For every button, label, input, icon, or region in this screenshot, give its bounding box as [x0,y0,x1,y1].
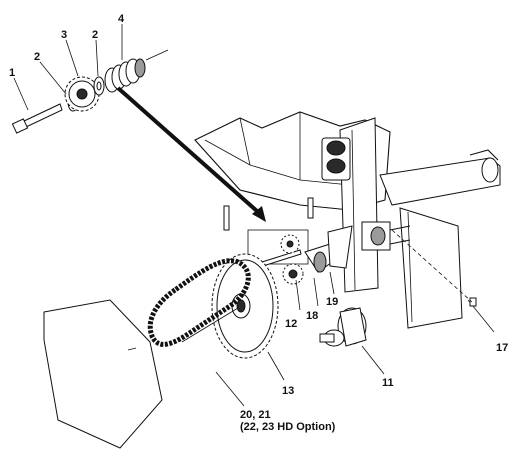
callout-2a: 2 [34,51,40,63]
callout-3: 3 [61,29,67,41]
callout-11: 11 [382,377,394,389]
callout-labels: 1 2 3 2 4 12 18 19 17 11 13 20, 21 (22, … [9,13,508,433]
explode-arrow [116,86,266,222]
callout-22-23-hd-option: (22, 23 HD Option) [240,421,336,433]
roller-chain-part-20 [147,258,251,347]
idler-assembly [223,197,353,285]
callout-12: 12 [285,318,297,330]
callout-2b: 2 [92,29,98,41]
callout-13: 13 [282,385,294,397]
callout-1: 1 [9,67,15,79]
motor-part-11 [319,307,367,347]
large-sprocket-part-13 [181,253,279,359]
machine-frame [194,111,501,329]
washer-part-2b [93,76,105,96]
callout-4: 4 [118,13,125,25]
callout-19: 19 [326,296,338,308]
callout-20-21: 20, 21 [240,409,271,421]
spring-part-4 [104,49,169,93]
callout-17: 17 [496,342,508,354]
shield-panel [43,299,163,449]
leader-lines [13,24,495,407]
sprocket-part-3 [64,76,100,112]
callout-18: 18 [306,310,318,322]
bolt-part-1 [11,103,63,134]
fitting-part-17 [391,229,477,307]
